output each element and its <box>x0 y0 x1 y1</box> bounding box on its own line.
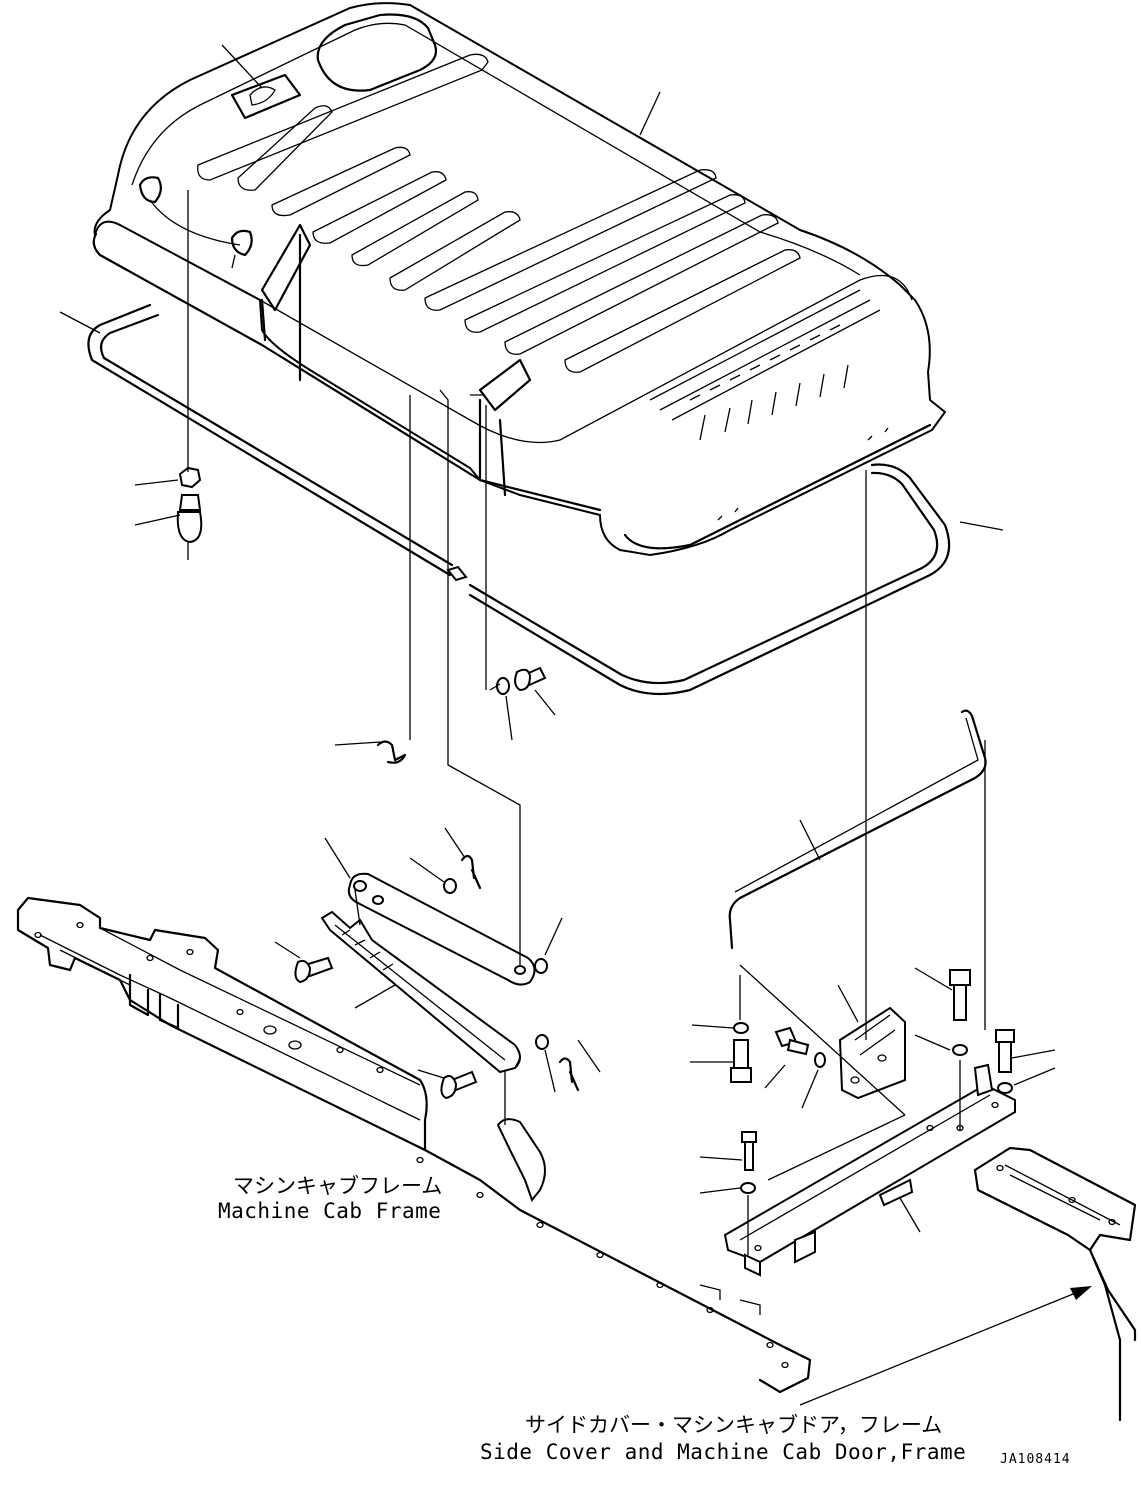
clevis-pin-and-washer <box>496 666 547 695</box>
side-cover-label-jp: サイドカバー・マシンキャブドア，フレーム <box>525 1413 942 1437</box>
hinge-bolts-and-washers <box>730 969 1015 1194</box>
slotted-arm <box>320 910 521 1074</box>
hair-pin <box>376 740 580 1092</box>
tank-ribs <box>197 53 801 373</box>
fuel-tank <box>92 2 947 557</box>
hinge-bracket-assembly <box>723 1006 1016 1277</box>
machine-cab-frame-label-en: Machine Cab Frame <box>218 1199 441 1223</box>
drawing-code: JA108414 <box>1000 1452 1071 1467</box>
side-cover-label-en: Side Cover and Machine Cab Door,Frame <box>480 1440 966 1464</box>
tank-vent-grille <box>649 289 881 441</box>
cap-nut-and-bolt <box>176 466 203 544</box>
machine-cab-frame-label-jp: マシンキャブフレーム <box>233 1174 442 1198</box>
alignment-lines <box>187 190 986 1255</box>
support-rod <box>728 709 987 950</box>
arm-pins-and-washers <box>294 878 549 1100</box>
reference-arrow <box>799 1286 1092 1406</box>
callout-leaders <box>59 44 1056 1233</box>
door-frame <box>973 1146 1137 1422</box>
machine-cab-frame <box>16 896 812 1394</box>
frame-bolt-holes <box>34 921 789 1369</box>
seal-gasket <box>87 303 951 696</box>
stay-link <box>347 872 536 986</box>
